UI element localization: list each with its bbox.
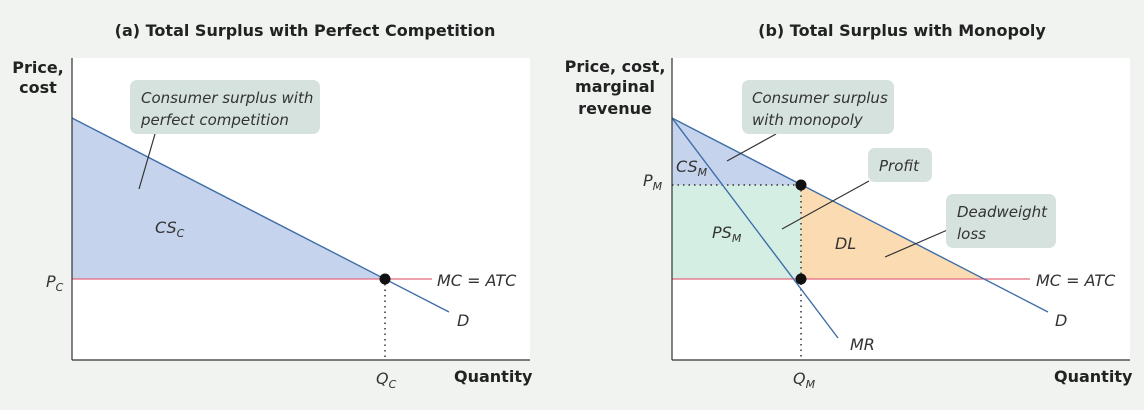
panel-b-ylabel-line2: marginal bbox=[575, 77, 655, 96]
panel-a-d-label: D bbox=[457, 311, 469, 330]
panel-b-d-label: D bbox=[1055, 311, 1067, 330]
panel-b-dl-label: DL bbox=[835, 234, 856, 253]
panel-b-profit-callout-box bbox=[868, 148, 932, 182]
panel-a-ylabel-line2: cost bbox=[19, 78, 57, 97]
panel-b-title: (b) Total Surplus with Monopoly bbox=[758, 21, 1046, 40]
panel-b-mr-label: MR bbox=[850, 335, 875, 354]
panel-b-dl-callout-pointer bbox=[884, 227, 953, 258]
panel-b-profit-area bbox=[672, 185, 801, 279]
panel-b-profit-callout-pointer bbox=[781, 180, 870, 230]
panel-b-qty-label: QM bbox=[793, 369, 816, 391]
panel-a-mc-label: MC = ATC bbox=[437, 271, 517, 290]
panel-b-cs-callout-box bbox=[742, 80, 894, 134]
panel-a-equilibrium-point bbox=[379, 273, 391, 285]
panel-a-price-label: PC bbox=[46, 272, 64, 294]
panel-b-monopoly-point bbox=[795, 179, 807, 191]
panel-a-ylabel-line1: Price, bbox=[12, 58, 64, 77]
panel-b-profit-callout-text: Profit bbox=[879, 157, 920, 175]
panel-a-callout-line2: perfect competition bbox=[140, 111, 289, 129]
panel-a-callout-pointer bbox=[138, 133, 156, 190]
panel-b-mr-line bbox=[671, 117, 839, 339]
panel-a-cs-label: CSC bbox=[155, 218, 185, 240]
panel-b-cs-callout-line1: Consumer surplus bbox=[752, 89, 888, 107]
panel-b-mc-label: MC = ATC bbox=[1036, 271, 1116, 290]
panel-b-cs-callout-line2: with monopoly bbox=[752, 111, 864, 129]
panel-a-qty-label: QC bbox=[376, 369, 397, 391]
panel-a-callout-line1: Consumer surplus with bbox=[141, 89, 313, 107]
panel-a: (a) Total Surplus with Perfect Competiti… bbox=[12, 21, 533, 391]
panel-a-xlabel: Quantity bbox=[454, 367, 533, 386]
panel-b-cs-label: CSM bbox=[676, 157, 708, 179]
panel-b-cs-callout-pointer bbox=[726, 133, 777, 162]
panel-b-price-label: PM bbox=[643, 171, 663, 193]
panel-b-dl-callout-box bbox=[946, 194, 1056, 248]
panel-b-demand-line bbox=[671, 117, 1049, 313]
panel-b-ps-label: PSM bbox=[712, 223, 742, 245]
panel-a-callout-box bbox=[130, 80, 320, 134]
panel-b: (b) Total Surplus with Monopoly Price, c… bbox=[565, 21, 1133, 391]
panel-b-ylabel-line1: Price, cost, bbox=[565, 57, 666, 76]
panel-b-mr-mc-point bbox=[795, 273, 807, 285]
panel-b-dl-callout-line1: Deadweight bbox=[957, 203, 1048, 221]
panel-b-dl-callout-line2: loss bbox=[957, 225, 986, 243]
panel-b-ylabel-line3: revenue bbox=[578, 99, 652, 118]
panel-a-title: (a) Total Surplus with Perfect Competiti… bbox=[115, 21, 496, 40]
panel-b-xlabel: Quantity bbox=[1054, 367, 1133, 386]
